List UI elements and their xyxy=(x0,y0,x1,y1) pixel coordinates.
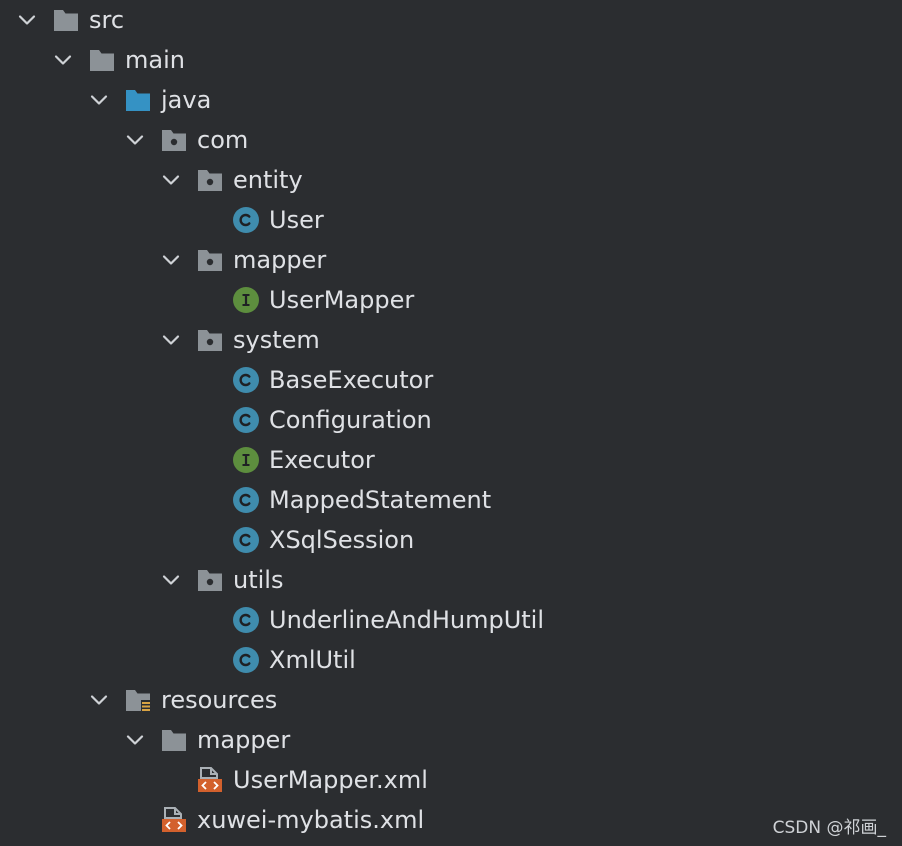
tree-item-label: User xyxy=(269,206,324,234)
tree-row[interactable]: xuwei-mybatis.xml xyxy=(0,800,902,840)
tree-item-label: main xyxy=(125,46,185,74)
source-folder-icon xyxy=(124,86,152,114)
chevron-down-icon[interactable] xyxy=(125,730,145,750)
tree-row[interactable]: src xyxy=(0,0,902,40)
tree-item-label: UserMapper.xml xyxy=(233,766,428,794)
tree-item-label: xuwei-mybatis.xml xyxy=(197,806,425,834)
tree-row[interactable]: BaseExecutor xyxy=(0,360,902,400)
tree-item-label: XSqlSession xyxy=(269,526,415,554)
package-icon xyxy=(196,326,224,354)
xml-file-icon xyxy=(196,766,224,794)
class-icon xyxy=(232,606,260,634)
chevron-down-icon[interactable] xyxy=(161,250,181,270)
class-icon xyxy=(232,206,260,234)
tree-row[interactable]: MappedStatement xyxy=(0,480,902,520)
chevron-down-icon[interactable] xyxy=(161,170,181,190)
class-icon xyxy=(232,486,260,514)
tree-row[interactable]: XmlUtil xyxy=(0,640,902,680)
chevron-down-icon[interactable] xyxy=(161,570,181,590)
tree-row[interactable]: UnderlineAndHumpUtil xyxy=(0,600,902,640)
chevron-down-icon[interactable] xyxy=(89,690,109,710)
tree-item-label: system xyxy=(233,326,320,354)
folder-icon xyxy=(160,726,188,754)
class-icon xyxy=(232,406,260,434)
chevron-down-icon[interactable] xyxy=(53,50,73,70)
tree-row[interactable]: XSqlSession xyxy=(0,520,902,560)
tree-item-label: mapper xyxy=(197,726,291,754)
tree-row[interactable]: Configuration xyxy=(0,400,902,440)
tree-row[interactable]: mapper xyxy=(0,720,902,760)
tree-item-label: resources xyxy=(161,686,278,714)
resources-folder-icon xyxy=(124,686,152,714)
tree-item-label: BaseExecutor xyxy=(269,366,434,394)
tree-row[interactable]: java xyxy=(0,80,902,120)
tree-item-label: entity xyxy=(233,166,303,194)
tree-item-label: Executor xyxy=(269,446,375,474)
tree-item-label: mapper xyxy=(233,246,327,274)
class-icon xyxy=(232,526,260,554)
interface-icon xyxy=(232,446,260,474)
tree-row[interactable]: UserMapper xyxy=(0,280,902,320)
folder-icon xyxy=(88,46,116,74)
tree-row[interactable]: resources xyxy=(0,680,902,720)
package-icon xyxy=(196,246,224,274)
tree-item-label: com xyxy=(197,126,249,154)
tree-item-label: UserMapper xyxy=(269,286,415,314)
tree-row[interactable]: Executor xyxy=(0,440,902,480)
tree-item-label: java xyxy=(161,86,212,114)
tree-row[interactable]: com xyxy=(0,120,902,160)
chevron-down-icon[interactable] xyxy=(17,10,37,30)
tree-item-label: src xyxy=(89,6,125,34)
chevron-down-icon[interactable] xyxy=(125,130,145,150)
package-icon xyxy=(160,126,188,154)
tree-row[interactable]: main xyxy=(0,40,902,80)
tree-item-label: utils xyxy=(233,566,284,594)
tree-item-label: Configuration xyxy=(269,406,432,434)
chevron-down-icon[interactable] xyxy=(89,90,109,110)
tree-item-label: XmlUtil xyxy=(269,646,356,674)
xml-file-icon xyxy=(160,806,188,834)
tree-row[interactable]: entity xyxy=(0,160,902,200)
tree-row[interactable]: system xyxy=(0,320,902,360)
package-icon xyxy=(196,566,224,594)
class-icon xyxy=(232,646,260,674)
folder-icon xyxy=(52,6,80,34)
watermark: CSDN @祁画_ xyxy=(772,818,886,838)
tree-row[interactable]: mapper xyxy=(0,240,902,280)
interface-icon xyxy=(232,286,260,314)
package-icon xyxy=(196,166,224,194)
tree-item-label: UnderlineAndHumpUtil xyxy=(269,606,545,634)
tree-row[interactable]: UserMapper.xml xyxy=(0,760,902,800)
tree-item-label: MappedStatement xyxy=(269,486,492,514)
tree-row[interactable]: User xyxy=(0,200,902,240)
chevron-down-icon[interactable] xyxy=(161,330,181,350)
class-icon xyxy=(232,366,260,394)
tree-row[interactable]: utils xyxy=(0,560,902,600)
